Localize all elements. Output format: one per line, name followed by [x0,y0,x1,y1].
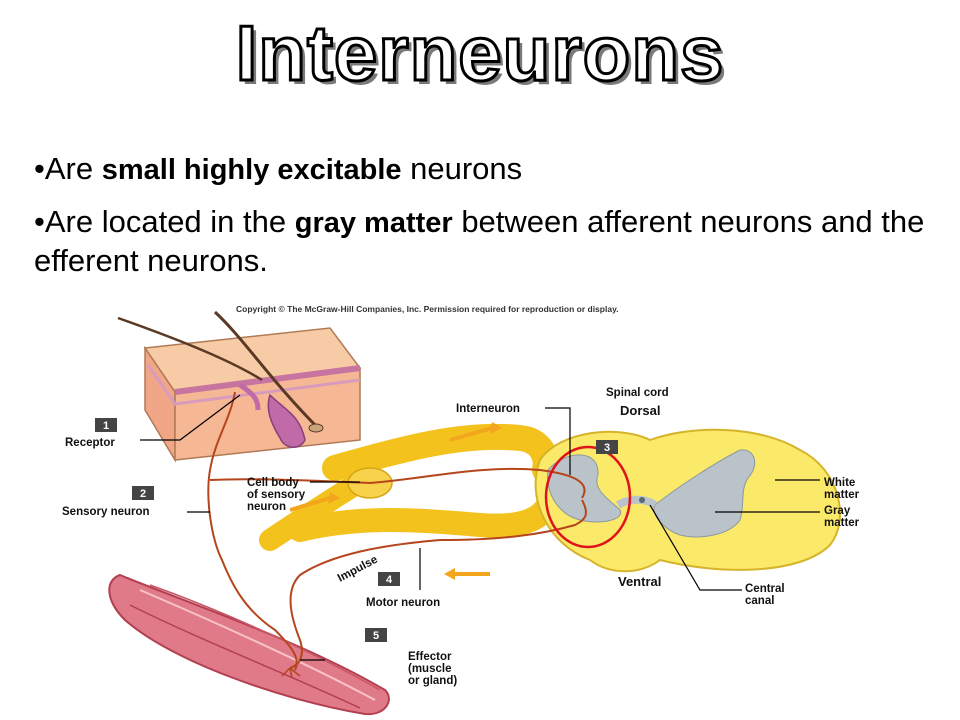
impulse-arrows [289,422,502,580]
effector-endings [281,667,301,679]
bullet-emphasis: gray matter [294,207,453,239]
bullet-item: •Are small highly excitable neurons [34,150,934,189]
spinal-cord-illustration [534,428,841,573]
label-ventral: Ventral [618,574,661,589]
label-cell-body: Cell body [247,477,299,489]
bullet-suffix: neurons [401,151,523,186]
label-white-matter: White [824,477,855,489]
label-receptor: Receptor [65,437,115,449]
bullet-prefix: •Are located in the [34,204,295,239]
skin-block-illustration [117,310,362,463]
label-effector: or gland) [408,675,457,687]
label-central-canal: Central [745,583,785,595]
muscle-illustration [108,573,390,716]
label-cell-body: of sensory [247,489,306,501]
label-interneuron: Interneuron [456,403,520,415]
label-gray-matter: matter [824,517,860,529]
leader-lines [140,394,820,661]
bullet-prefix: •Are [34,151,102,186]
label-sensory-neuron: Sensory neuron [62,506,150,518]
neuron-pathway [207,391,587,671]
bullet-emphasis: small highly excitable [101,154,402,186]
step-number: 5 [373,630,379,642]
step-markers: 1 2 3 4 5 [95,418,618,642]
page-title: Interneurons [234,8,725,99]
nerve-illustration [259,423,560,551]
step-number: 1 [103,420,109,432]
label-motor-neuron: Motor neuron [366,597,440,609]
step-number: 2 [140,488,146,500]
bullet-suffix: between afferent neurons and the efferen… [34,204,925,278]
label-white-matter: matter [824,489,860,501]
copyright-notice: Copyright © The McGraw-Hill Companies, I… [236,304,619,314]
label-effector: (muscle [408,663,451,675]
bullet-list: •Are small highly excitable neurons •Are… [34,150,934,294]
step-number: 3 [604,442,610,454]
label-spinal-cord: Spinal cord [606,387,669,399]
label-gray-matter: Gray [824,505,851,517]
bullet-item: •Are located in the gray matter between … [34,203,934,280]
label-central-canal: canal [745,595,774,607]
label-dorsal: Dorsal [620,403,660,418]
step-number: 4 [386,574,393,586]
label-effector: Effector [408,651,452,663]
label-impulse: Impulse [336,554,380,585]
label-cell-body: neuron [247,501,286,513]
interneuron-highlight-circle [544,445,632,549]
